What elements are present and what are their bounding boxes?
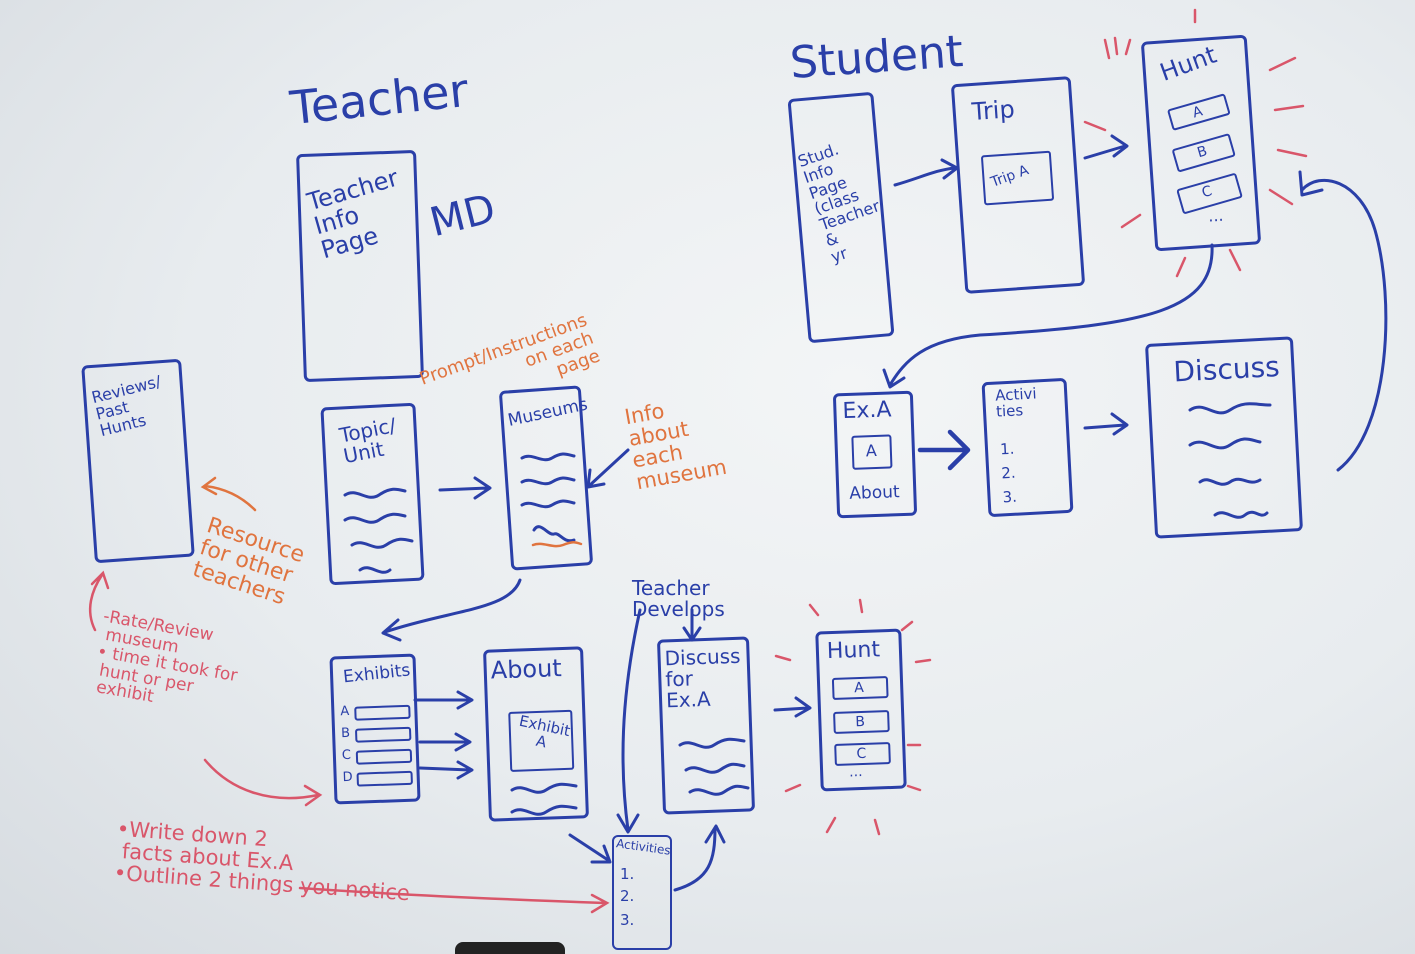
discuss-for-label: Discuss for Ex.A	[664, 643, 741, 713]
exhibit-a-label: Exhibit A	[517, 711, 572, 752]
museums-card: Museums	[498, 385, 594, 571]
reviews-card: Reviews/ Past Hunts	[81, 358, 195, 564]
student-hunt-card: Hunt A B C ...	[1140, 34, 1262, 252]
student-activities-label: Activi ties	[994, 384, 1037, 421]
arrow-discuss-to-hunt	[773, 696, 812, 718]
arrow-discuss-to-hunt-loop	[1298, 170, 1388, 472]
ex-a-about-label: About	[849, 482, 900, 504]
arrow-exhibits-about-1	[413, 690, 474, 710]
discuss-for-card: Discuss for Ex.A	[656, 636, 756, 815]
arrow-teacher-develops	[682, 608, 702, 642]
teacher-hunt-card: Hunt A B C ...	[815, 628, 907, 792]
student-activities-card: Activi ties 1. 2. 3.	[981, 377, 1074, 518]
info-museum-note: Info about each museum	[622, 398, 729, 495]
arrow-exhibits-about-2	[418, 732, 472, 752]
student-hunt-item-b[interactable]: B	[1171, 133, 1236, 173]
activities-item-2: 2.	[620, 887, 635, 905]
arrow-hunt-to-exa	[882, 243, 1214, 389]
arrow-topic-to-museums	[438, 476, 492, 500]
student-discuss-label: Discuss	[1172, 350, 1281, 389]
student-discuss-card: Discuss	[1144, 336, 1304, 539]
arrow-about-to-activities	[568, 833, 612, 864]
arrow-exhibits-about-3	[418, 760, 474, 780]
trip-label: Trip	[970, 95, 1016, 127]
arrow-stud-to-trip	[893, 158, 959, 187]
activities-item-3: 3.	[620, 911, 635, 929]
teacher-info-page-label: Teacher Info Page	[304, 163, 402, 265]
exhibit-row-a[interactable]: A	[340, 703, 415, 724]
arrow-resource-to-reviews	[200, 476, 257, 512]
student-activities-item-2: 2.	[1000, 463, 1017, 483]
student-hunt-label: Hunt	[1156, 40, 1221, 87]
arrow-museums-to-exhibits	[381, 578, 522, 642]
student-hunt-more: ...	[1207, 205, 1225, 226]
museums-label: Museums	[506, 394, 590, 431]
arrow-exa-to-activities	[917, 429, 971, 471]
student-heading: Student	[788, 26, 965, 89]
activities-label: Activities	[615, 836, 672, 858]
exhibits-label: Exhibits	[342, 660, 412, 688]
exhibit-a-box: Exhibit A	[508, 709, 575, 772]
exhibit-row-c[interactable]: C	[342, 747, 417, 768]
teacher-hunt-item-b[interactable]: B	[833, 710, 890, 734]
arrow-rate-to-reviews	[88, 570, 110, 632]
exhibits-card: Exhibits A B C D	[329, 653, 421, 805]
student-info-page-label: Stud. Info Page (class Teacher & yr	[795, 139, 883, 267]
teacher-hunt-item-a[interactable]: A	[831, 676, 889, 700]
about-label: About	[490, 654, 563, 685]
trip-card: Trip Trip A	[950, 76, 1086, 294]
arrow-rate-to-exhibits	[203, 758, 323, 807]
about-card: About Exhibit A	[483, 646, 589, 822]
ex-a-label: Ex.A	[842, 397, 892, 425]
arrow-trip-to-hunt	[1083, 134, 1129, 160]
student-hunt-item-a[interactable]: A	[1166, 93, 1231, 131]
student-activities-item-1: 1.	[999, 439, 1015, 459]
teacher-info-page-card: Teacher Info Page	[296, 149, 424, 383]
exhibit-row-d[interactable]: D	[342, 769, 417, 790]
activities-item-1: 1.	[620, 865, 635, 883]
teacher-develops-note: Teacher Develops	[632, 576, 725, 621]
arrow-to-activities	[616, 608, 642, 834]
exhibit-row-b[interactable]: B	[341, 725, 416, 746]
reviews-label: Reviews/ Past Hunts	[89, 371, 163, 440]
student-activities-item-3: 3.	[1002, 487, 1018, 507]
arrow-acts-to-discuss	[1083, 412, 1129, 436]
ex-a-inner-box[interactable]: A	[851, 434, 893, 470]
arrow-write-to-activities	[298, 886, 610, 914]
arrow-info-to-museums	[586, 448, 630, 489]
activities-card: Activities 1. 2. 3.	[612, 835, 672, 950]
trip-a-box[interactable]: Trip A	[980, 150, 1055, 206]
arrow-activities-to-discuss	[673, 824, 726, 892]
teacher-hunt-item-c[interactable]: C	[834, 742, 891, 766]
trip-a-label: Trip A	[988, 162, 1031, 191]
topic-unit-label: Topic/ Unit	[337, 413, 398, 469]
topic-unit-card: Topic/ Unit	[320, 402, 425, 586]
teacher-hunt-label: Hunt	[826, 637, 881, 665]
marker-tray	[455, 942, 565, 954]
ex-a-card: Ex.A A About	[832, 390, 918, 519]
teacher-hunt-more: ...	[848, 763, 863, 781]
